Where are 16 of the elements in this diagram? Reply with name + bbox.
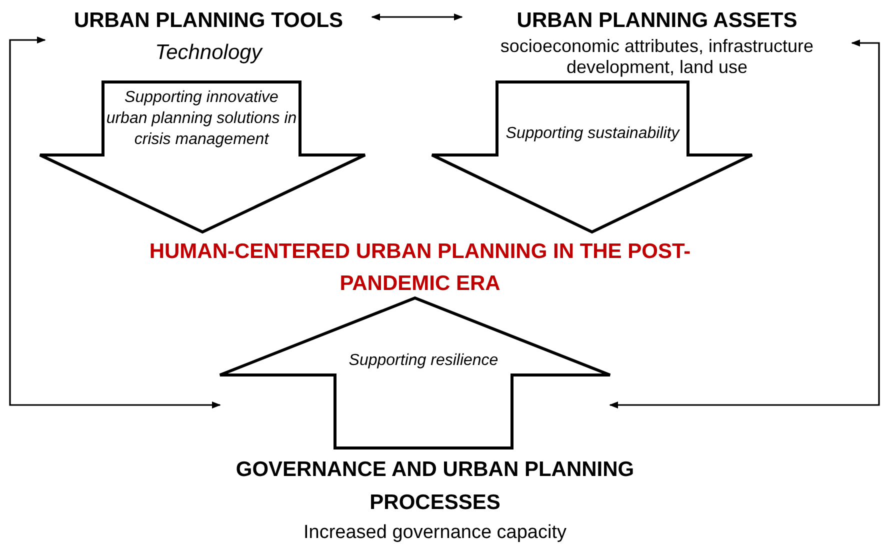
arrow-label: Supporting resilience <box>348 351 500 371</box>
heading: URBAN PLANNING ASSETS <box>516 8 798 34</box>
connector-arrow <box>9 36 221 409</box>
description: socioeconomic attributes, infrastructure development, land use <box>499 36 815 78</box>
arrow-label: Supporting sustainability <box>504 124 681 144</box>
heading: GOVERNANCE AND URBAN PLANNING PROCESSES <box>234 457 636 516</box>
connector-arrow <box>609 39 880 409</box>
down-block-arrow <box>432 82 752 232</box>
connector-arrow <box>371 13 463 21</box>
up-block-arrow <box>220 298 610 448</box>
arrow-label: Supporting innovative urban planning solutions in crisis management <box>105 88 298 150</box>
central-theme: HUMAN-CENTERED URBAN PLANNING IN THE POST-PANDEMIC ERA <box>148 239 692 296</box>
subheading: Technology <box>154 40 264 66</box>
subheading: Increased governance capacity <box>302 522 568 545</box>
down-block-arrow <box>40 82 365 232</box>
heading: URBAN PLANNING TOOLS <box>72 8 344 34</box>
